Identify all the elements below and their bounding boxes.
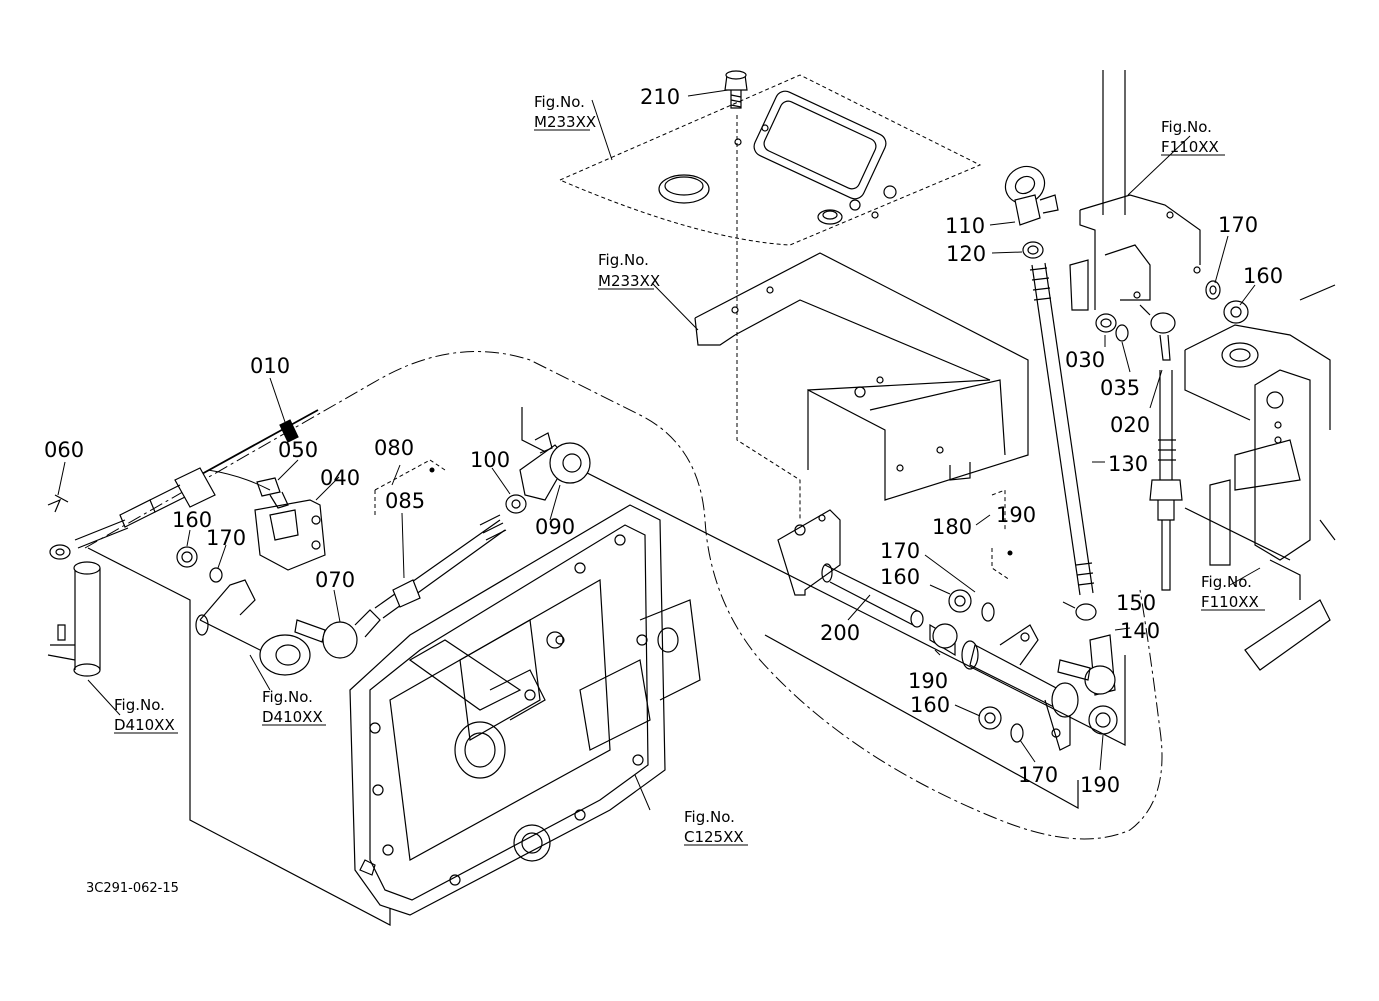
- nut-150: [1075, 603, 1097, 621]
- part-label-110: 110: [945, 214, 985, 238]
- rod-085: [374, 514, 507, 619]
- nut-160-low: [978, 706, 1002, 730]
- fig-ref-label: Fig.No.: [534, 93, 585, 111]
- part-label-120: 120: [946, 242, 986, 266]
- part-label-035: 035: [1100, 376, 1140, 400]
- part-label-030: 030: [1065, 348, 1105, 372]
- bushing-190-b: [1088, 705, 1118, 735]
- part-label-100: 100: [470, 448, 510, 472]
- bolt-centerline: [736, 115, 801, 520]
- cable-010: [74, 409, 319, 549]
- pivot-frame-top: [521, 407, 1126, 746]
- part-label-190-mid: 190: [908, 669, 948, 693]
- part-label-090: 090: [535, 515, 575, 539]
- part-label-190-top: 190: [996, 503, 1036, 527]
- clamp-040: [254, 499, 326, 571]
- part-label-070: 070: [315, 568, 355, 592]
- part-label-020: 020: [1110, 413, 1150, 437]
- bolt-050: [256, 477, 289, 509]
- part-label-060: 060: [44, 438, 84, 462]
- part-label-150: 150: [1116, 591, 1156, 615]
- part-label-210: 210: [640, 85, 680, 109]
- part-label-085: 085: [385, 489, 425, 513]
- part-label-010: 010: [250, 354, 290, 378]
- nut-030: [1095, 313, 1117, 333]
- washer-170-mid: [981, 602, 995, 622]
- part-label-200: 200: [820, 621, 860, 645]
- support-bracket: [694, 252, 1029, 501]
- nut-120: [1022, 241, 1044, 259]
- cable-eye-060: [47, 494, 71, 560]
- washer-035: [1115, 324, 1129, 342]
- fig-ref-code: M233XX: [534, 113, 596, 131]
- cable-end-020: [1139, 304, 1176, 361]
- part-label-160-left: 160: [172, 508, 212, 532]
- fig-ref-code: F110XX: [1161, 138, 1219, 156]
- part-labels: 210 110 120 170 160 030 035 020 010 060 …: [44, 85, 1283, 797]
- housing-frame-left: [87, 547, 391, 926]
- fig-ref-code: D410XX: [114, 716, 175, 734]
- far-right-bracket: [1184, 284, 1336, 671]
- part-label-170-low: 170: [1018, 763, 1058, 787]
- fig-ref-label: Fig.No.: [1201, 573, 1252, 591]
- bushing-190-a: [929, 623, 958, 657]
- part-label-180: 180: [932, 515, 972, 539]
- ball-joint-110: [1004, 165, 1059, 226]
- part-label-170-left: 170: [206, 526, 246, 550]
- part-label-050: 050: [278, 438, 318, 462]
- cable-leader: [1184, 507, 1291, 561]
- part-label-130: 130: [1108, 452, 1148, 476]
- dot-180: [1007, 550, 1013, 556]
- nut-160-upper: [1223, 300, 1249, 324]
- fig-refs: Fig.No. M233XX Fig.No. M233XX Fig.No. F1…: [114, 93, 1265, 846]
- part-label-160-low: 160: [910, 693, 950, 717]
- dot-080: [429, 467, 435, 473]
- washer-170-upper: [1205, 280, 1221, 300]
- floor-plate: [558, 74, 982, 246]
- fig-ref-code: C125XX: [684, 828, 744, 846]
- cable-lower: [1149, 370, 1183, 591]
- fig-ref-label: Fig.No.: [114, 696, 165, 714]
- fig-ref-label: Fig.No.: [1161, 118, 1212, 136]
- shaft-d410-left: [47, 561, 101, 677]
- bolt-210: [724, 70, 748, 109]
- ball-joint-090: [519, 432, 591, 501]
- fig-ref-code: D410XX: [262, 708, 323, 726]
- nut-160-mid: [948, 589, 972, 613]
- washer-170-left: [209, 567, 223, 583]
- fig-ref-label: Fig.No.: [262, 688, 313, 706]
- part-label-190-low: 190: [1080, 773, 1120, 797]
- part-label-160-mid: 160: [880, 565, 920, 589]
- part-label-170: 170: [1218, 213, 1258, 237]
- leader-d410-left: [87, 679, 121, 716]
- nut-160-left: [176, 546, 198, 568]
- ball-joint-140: [1057, 634, 1116, 696]
- pivot-sleeve: [961, 624, 1079, 751]
- fig-ref-code: M233XX: [598, 272, 660, 290]
- rod-130: [1029, 262, 1095, 596]
- nut-100: [505, 494, 527, 514]
- fig-ref-code: F110XX: [1201, 593, 1259, 611]
- housing-phantom-outline: [84, 351, 1163, 840]
- shift-lever-assembly: [1069, 70, 1201, 311]
- pivot-frame: [764, 634, 1079, 810]
- fig-ref-label: Fig.No.: [598, 251, 649, 269]
- part-label-160: 160: [1243, 264, 1283, 288]
- washer-170-low: [1010, 723, 1024, 743]
- rod-080-bracket: [374, 459, 446, 515]
- leader-lines: [57, 89, 1261, 811]
- lever-d410-center: [195, 579, 311, 676]
- fig-ref-label: Fig.No.: [684, 808, 735, 826]
- part-label-140: 140: [1120, 619, 1160, 643]
- part-label-170-mid: 170: [880, 539, 920, 563]
- part-label-040: 040: [320, 466, 360, 490]
- part-label-080: 080: [374, 436, 414, 460]
- transmission-housing: [349, 504, 701, 916]
- shaft-200: [821, 563, 924, 628]
- drawing-number: 3C291-062-15: [86, 881, 179, 896]
